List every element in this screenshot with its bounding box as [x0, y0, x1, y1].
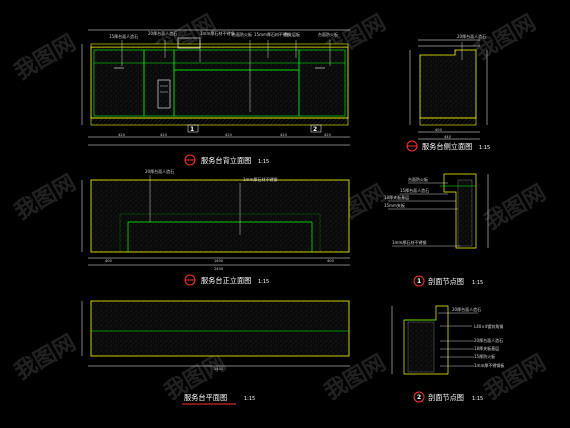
section-detail-1: 台面防火板 15厚台面人造石 18厚夹板基层 15mm夹板 1mm厚石材不锈钢 … — [384, 173, 489, 287]
dimension: 420 — [280, 133, 288, 137]
label: 防火层板 — [284, 31, 300, 37]
label: 1mm厚不锈钢板 — [474, 362, 504, 368]
label: 1mm厚石材不锈钢 — [392, 239, 426, 245]
label: 台面防火板 — [318, 31, 338, 37]
dimension-total: 2400 — [214, 267, 224, 271]
section-mark: 1 — [190, 126, 194, 133]
dimension: 400 — [327, 259, 335, 263]
section-marker: 1 — [417, 278, 421, 285]
label: 20厚台面人造石 — [474, 337, 503, 343]
dimension: 420 — [118, 133, 126, 137]
label: 15厚台面人造石 — [109, 33, 138, 39]
watermark-text: 我图网 — [481, 181, 551, 236]
watermark-text: 我图网 — [11, 31, 81, 86]
title-marker-icon — [413, 275, 425, 287]
plan-view: 2400 服务台平面图 1:15 — [81, 300, 350, 405]
dimension: 400 — [435, 128, 443, 132]
section-detail-2: 20厚台面人造石 L40×4镀锌角钢 20厚台面人造石 18厚夹板基层 15厚防… — [391, 305, 504, 403]
counter-side-body — [419, 49, 477, 119]
side-elevation: 20厚台面人造石 400 440 服务台侧立面图 1:15 — [406, 33, 490, 152]
view-scale: 1:15 — [472, 280, 483, 286]
label: 15厚防火板 — [474, 353, 495, 359]
section-mark: 2 — [313, 126, 317, 133]
counter-back-body — [90, 46, 349, 119]
dimension: 420 — [160, 133, 168, 137]
label: 20厚台面人造石 — [457, 33, 486, 39]
dimension: 1600 — [214, 259, 224, 263]
view-scale: 1:15 — [244, 396, 255, 402]
section-marker: 2 — [417, 394, 421, 401]
dimension: 420 — [324, 133, 332, 137]
label: 20厚台面人造石 — [148, 30, 177, 36]
kick-plinth — [90, 117, 349, 126]
label: 20厚台面人造石 — [452, 306, 481, 312]
label: 台面防火板 — [232, 31, 252, 37]
title-marker-icon — [413, 391, 425, 403]
dimension: 440 — [444, 135, 452, 139]
watermark-text: 我图网 — [11, 171, 81, 226]
countertop — [90, 43, 349, 48]
label: 台面防火板 — [408, 176, 428, 182]
counter-front-body — [90, 179, 350, 253]
counter-plan — [90, 300, 350, 357]
label: 1mm厚石材不锈钢 — [243, 176, 277, 182]
label: 15厚台面人造石 — [400, 187, 429, 193]
back-elevation: 15厚台面人造石 20厚台面人造石 1mm厚石材不锈钢 台面防火板 15mm厚石… — [81, 29, 350, 166]
label: 18厚夹板基层 — [474, 345, 499, 351]
view-scale: 1:15 — [258, 279, 269, 285]
dimension: 420 — [225, 133, 233, 137]
dimension: 400 — [105, 259, 113, 263]
label: 1mm厚石材不锈钢 — [200, 30, 234, 36]
watermark-text: 我图网 — [11, 331, 81, 386]
label: L40×4镀锌角钢 — [474, 323, 503, 329]
view-scale: 1:15 — [472, 396, 483, 402]
dimension-total: 2400 — [214, 367, 224, 371]
view-scale: 1:15 — [258, 159, 269, 165]
view-title: 服务台正立面图 — [201, 276, 251, 285]
view-title: 服务台平面图 — [184, 393, 227, 402]
view-title: 服务台背立面图 — [201, 156, 251, 165]
label: 20厚台面人造石 — [145, 168, 174, 174]
front-elevation: 20厚台面人造石 1mm厚石材不锈钢 400 1600 400 2400 服务台… — [81, 168, 350, 286]
view-title: 剖面节点图 — [428, 277, 464, 286]
view-scale: 1:15 — [479, 145, 490, 151]
watermark-text: 我图网 — [321, 351, 391, 406]
view-title: 剖面节点图 — [428, 393, 464, 402]
label: 15mm厚石材不锈钢 — [254, 31, 291, 37]
label: 18厚夹板基层 — [384, 194, 409, 200]
cpu-icon — [157, 79, 171, 109]
view-title: 服务台侧立面图 — [422, 142, 472, 151]
label: 15mm夹板 — [384, 202, 405, 208]
